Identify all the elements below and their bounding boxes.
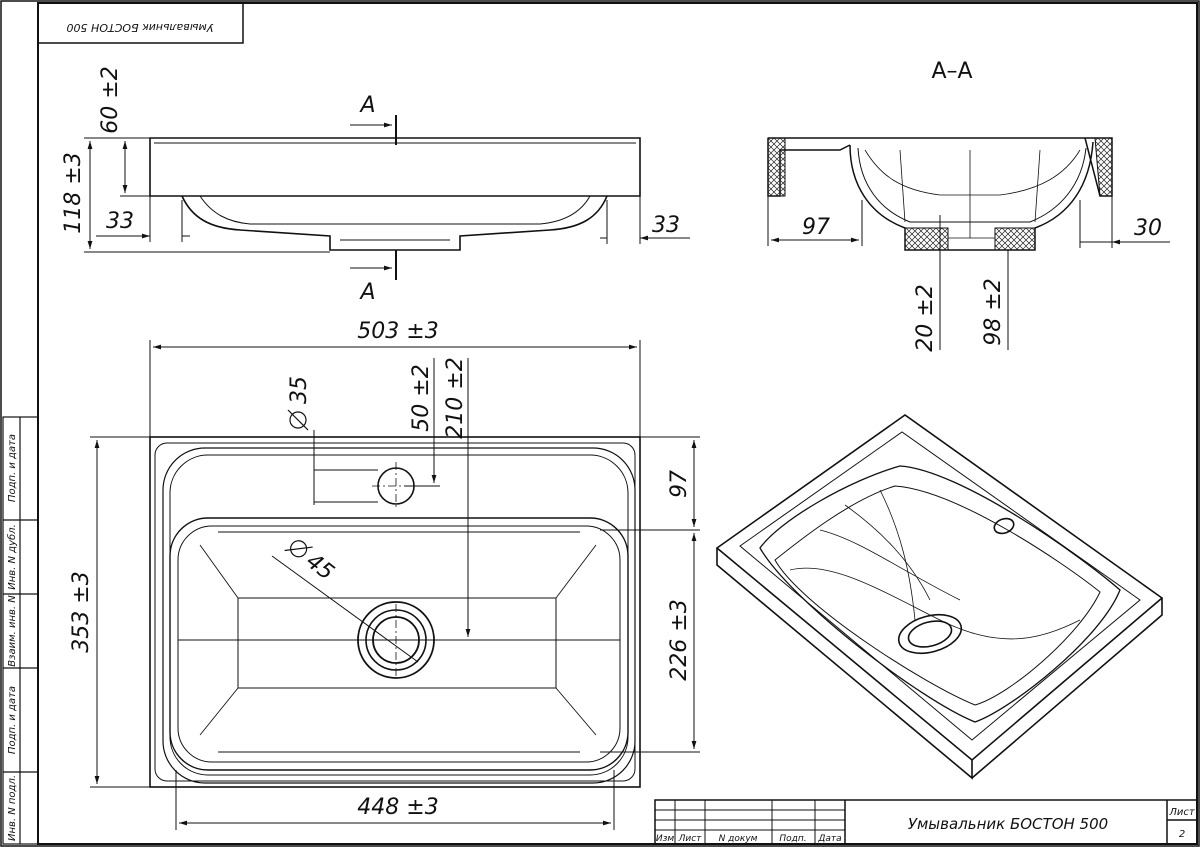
dim-plan-width: 503 ±3 bbox=[357, 319, 438, 344]
tb-sheet-label: Лист bbox=[1168, 807, 1196, 818]
tb-col-izm: Изм bbox=[656, 834, 675, 844]
dim-right-offset: 33 bbox=[652, 213, 680, 238]
dim-faucet-offset: 50 ±2 bbox=[409, 364, 434, 431]
stamp-label-5: Инв. N подл. bbox=[7, 775, 18, 841]
mirrored-title: Умывальник БОСТОН 500 bbox=[67, 21, 214, 34]
plan-view bbox=[149, 436, 641, 788]
dim-total-depth: 98 ±2 bbox=[981, 278, 1006, 345]
section-hatch bbox=[767, 137, 1113, 251]
plan-dims bbox=[90, 340, 700, 830]
tb-col-list: Лист bbox=[678, 834, 703, 844]
dim-section-right: 30 bbox=[1134, 216, 1162, 241]
dim-bowl-depth: 226 ±3 bbox=[667, 599, 692, 680]
tb-sheet-number: 2 bbox=[1179, 829, 1185, 840]
section-mark-bottom: A bbox=[358, 280, 375, 305]
dim-section-left: 97 bbox=[802, 215, 830, 240]
side-stamp-column bbox=[2, 416, 39, 845]
dim-drain-offset: 210 ±2 bbox=[443, 357, 468, 438]
dim-total-height: 118 ±3 bbox=[61, 152, 86, 233]
dim-faucet-dia-value: 35 bbox=[287, 376, 312, 404]
dim-drain-dia: 45 bbox=[284, 540, 338, 586]
section-mark-top: A bbox=[358, 93, 375, 118]
side-stamp-labels: Подп. и дата Инв. N дубл. Взаим. инв. N … bbox=[6, 434, 18, 841]
front-view-dims bbox=[84, 115, 690, 280]
stamp-label-2: Инв. N дубл. bbox=[6, 524, 18, 590]
stamp-label-1: Подп. и дата bbox=[7, 434, 18, 502]
stamp-label-4: Подп. и дата bbox=[7, 686, 18, 754]
plan-centerlines bbox=[360, 462, 432, 676]
dim-drain-dia-value: 45 bbox=[301, 549, 338, 586]
section-dims bbox=[767, 196, 1170, 350]
mirrored-title-box: Умывальник БОСТОН 500 bbox=[37, 2, 244, 44]
tb-col-date: Дата bbox=[817, 834, 841, 844]
tb-col-sign: Подп. bbox=[779, 834, 806, 844]
section-label: A–A bbox=[931, 59, 972, 84]
dim-plan-inner-width: 448 ±3 bbox=[357, 795, 438, 820]
tb-name: Умывальник БОСТОН 500 bbox=[908, 815, 1108, 833]
dim-faucet-dia: 35 bbox=[287, 376, 312, 431]
isometric-view bbox=[715, 414, 1164, 780]
dim-upper-height: 60 ±2 bbox=[98, 66, 123, 133]
dim-plan-depth: 353 ±3 bbox=[69, 571, 94, 652]
dim-top-rim: 97 bbox=[667, 470, 692, 498]
tb-col-doc: N докум bbox=[719, 834, 758, 844]
dim-drain-height: 20 ±2 bbox=[913, 284, 938, 351]
title-block-frame bbox=[654, 799, 1198, 845]
stamp-label-3: Взаим. инв. N bbox=[7, 595, 18, 667]
front-view bbox=[149, 137, 641, 251]
dim-left-offset: 33 bbox=[106, 209, 134, 234]
